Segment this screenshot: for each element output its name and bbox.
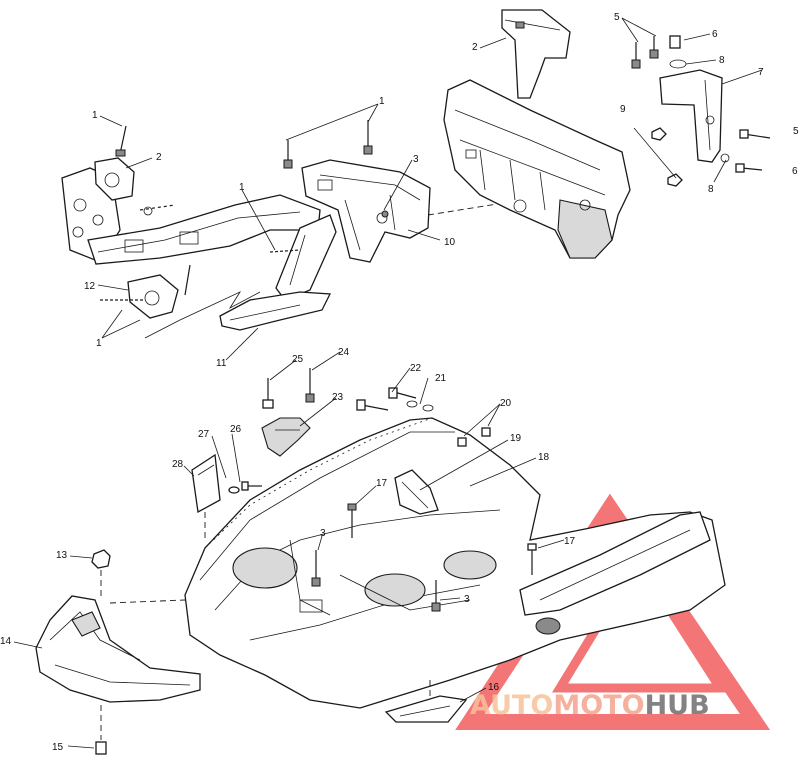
callout-12: 12	[84, 281, 96, 292]
footwell-left	[232, 547, 298, 589]
bracket-lower-left	[127, 274, 179, 319]
watermark-text-auto: AUTO	[470, 690, 553, 721]
callout-28: 28	[172, 459, 184, 470]
footwell-center	[364, 573, 426, 607]
watermark-text-hub: HUB	[645, 690, 710, 721]
callout-5: 5	[793, 126, 799, 137]
bracket-upper-left	[94, 157, 135, 201]
callout-20: 20	[500, 398, 512, 409]
callout-1: 1	[379, 96, 385, 107]
callout-8: 8	[719, 55, 725, 66]
lower-fasteners	[228, 368, 537, 612]
callout-3: 3	[320, 528, 326, 539]
callout-2: 2	[472, 42, 478, 53]
clip-part	[261, 417, 311, 457]
callout-2: 2	[156, 152, 162, 163]
callout-6: 6	[792, 166, 798, 177]
callout-8: 8	[708, 184, 714, 195]
callout-26: 26	[230, 424, 242, 435]
callout-11: 11	[216, 358, 227, 369]
skid-plate	[384, 695, 468, 723]
callout-19: 19	[510, 433, 522, 444]
chassis-lower-block	[557, 199, 613, 259]
callout-5: 5	[614, 12, 620, 23]
footwell-right	[443, 550, 497, 580]
front-frame-assembly	[61, 125, 337, 339]
callout-1: 1	[96, 338, 102, 349]
callout-numbers: 1 1 1 1 2 2 3 3 3 5 5 6 6 7 8 8 9 10 11 …	[0, 12, 799, 753]
callout-1: 1	[239, 182, 245, 193]
callout-23: 23	[332, 392, 344, 403]
callout-3: 3	[464, 594, 470, 605]
top-bracket	[501, 9, 571, 99]
callout-18: 18	[538, 452, 550, 463]
front-chassis	[443, 79, 631, 259]
callout-6: 6	[712, 29, 718, 40]
lower-skid-bracket	[219, 291, 332, 331]
callout-9: 9	[620, 104, 626, 115]
main-frame-tube	[87, 194, 321, 265]
callout-16: 16	[488, 682, 500, 693]
callout-10: 10	[444, 237, 456, 248]
callout-7: 7	[758, 67, 764, 78]
nut-13	[91, 549, 111, 569]
callout-22: 22	[410, 363, 422, 374]
callout-25: 25	[292, 354, 304, 365]
callout-27: 27	[198, 429, 210, 440]
bolt-15	[95, 741, 107, 755]
right-side-bracket	[631, 35, 771, 187]
front-bumper	[35, 549, 201, 755]
leader-lines	[13, 17, 763, 749]
watermark-text-moto: MOTO	[553, 690, 644, 721]
belly-pan-assembly	[184, 417, 726, 709]
callout-21: 21	[435, 373, 447, 384]
center-bracket	[394, 469, 439, 515]
callout-17: 17	[564, 536, 576, 547]
leg-strut	[275, 214, 337, 301]
callout-14: 14	[0, 636, 12, 647]
watermark-text: AUTOMOTOHUB	[470, 690, 710, 721]
callout-13: 13	[56, 550, 68, 561]
callout-3: 3	[413, 154, 419, 165]
callout-15: 15	[52, 742, 64, 753]
callout-1: 1	[92, 110, 98, 121]
side-rail	[519, 511, 711, 616]
callout-17: 17	[376, 478, 388, 489]
side-plate-small	[191, 453, 221, 514]
callout-24: 24	[338, 347, 350, 358]
